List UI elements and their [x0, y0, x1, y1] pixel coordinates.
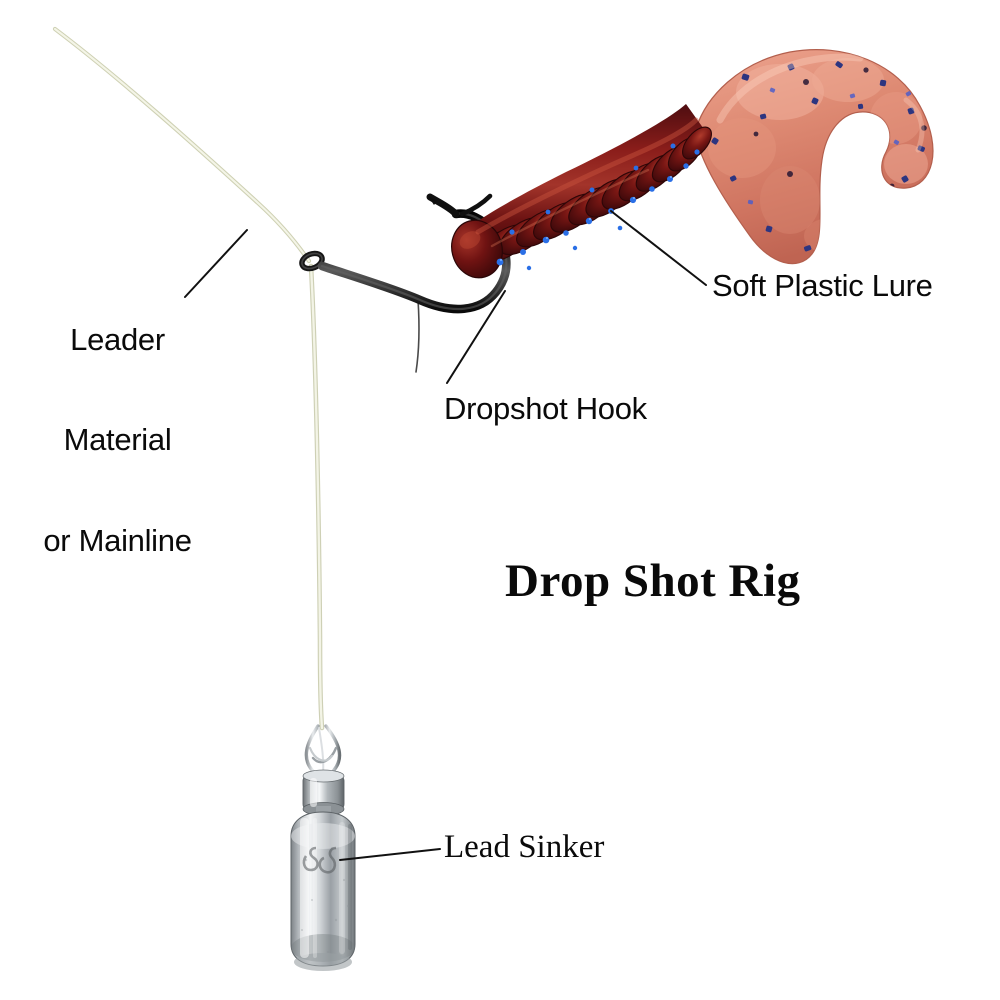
label-soft-plastic-lure: Soft Plastic Lure [712, 268, 933, 303]
label-dropshot-hook: Dropshot Hook [444, 391, 647, 426]
lead-sinker [290, 724, 356, 971]
line-tag-end [415, 299, 420, 373]
lure-callout-line [610, 210, 707, 286]
leader-label-line-1: Leader [70, 321, 165, 357]
leader-line [52, 26, 312, 264]
diagram-title: Drop Shot Rig [505, 555, 801, 607]
sinker-stamp [302, 846, 337, 874]
soft-plastic-lure [451, 49, 934, 279]
sinker-body [290, 811, 356, 971]
ribbed-lure-body [451, 104, 712, 279]
leader-callout-line [184, 229, 248, 298]
leader-label-line-3: or Mainline [43, 522, 192, 558]
leader-label-line-2: Material [63, 422, 172, 458]
curly-tail [694, 49, 934, 265]
label-leader-material: Leader Material or Mainline [20, 256, 215, 624]
sinker-callout-line [339, 848, 441, 861]
hook-callout-line [446, 290, 506, 384]
dropper-line [308, 263, 325, 731]
label-lead-sinker: Lead Sinker [444, 829, 605, 865]
sinker-collar [302, 769, 345, 816]
callout-lines [184, 210, 707, 861]
